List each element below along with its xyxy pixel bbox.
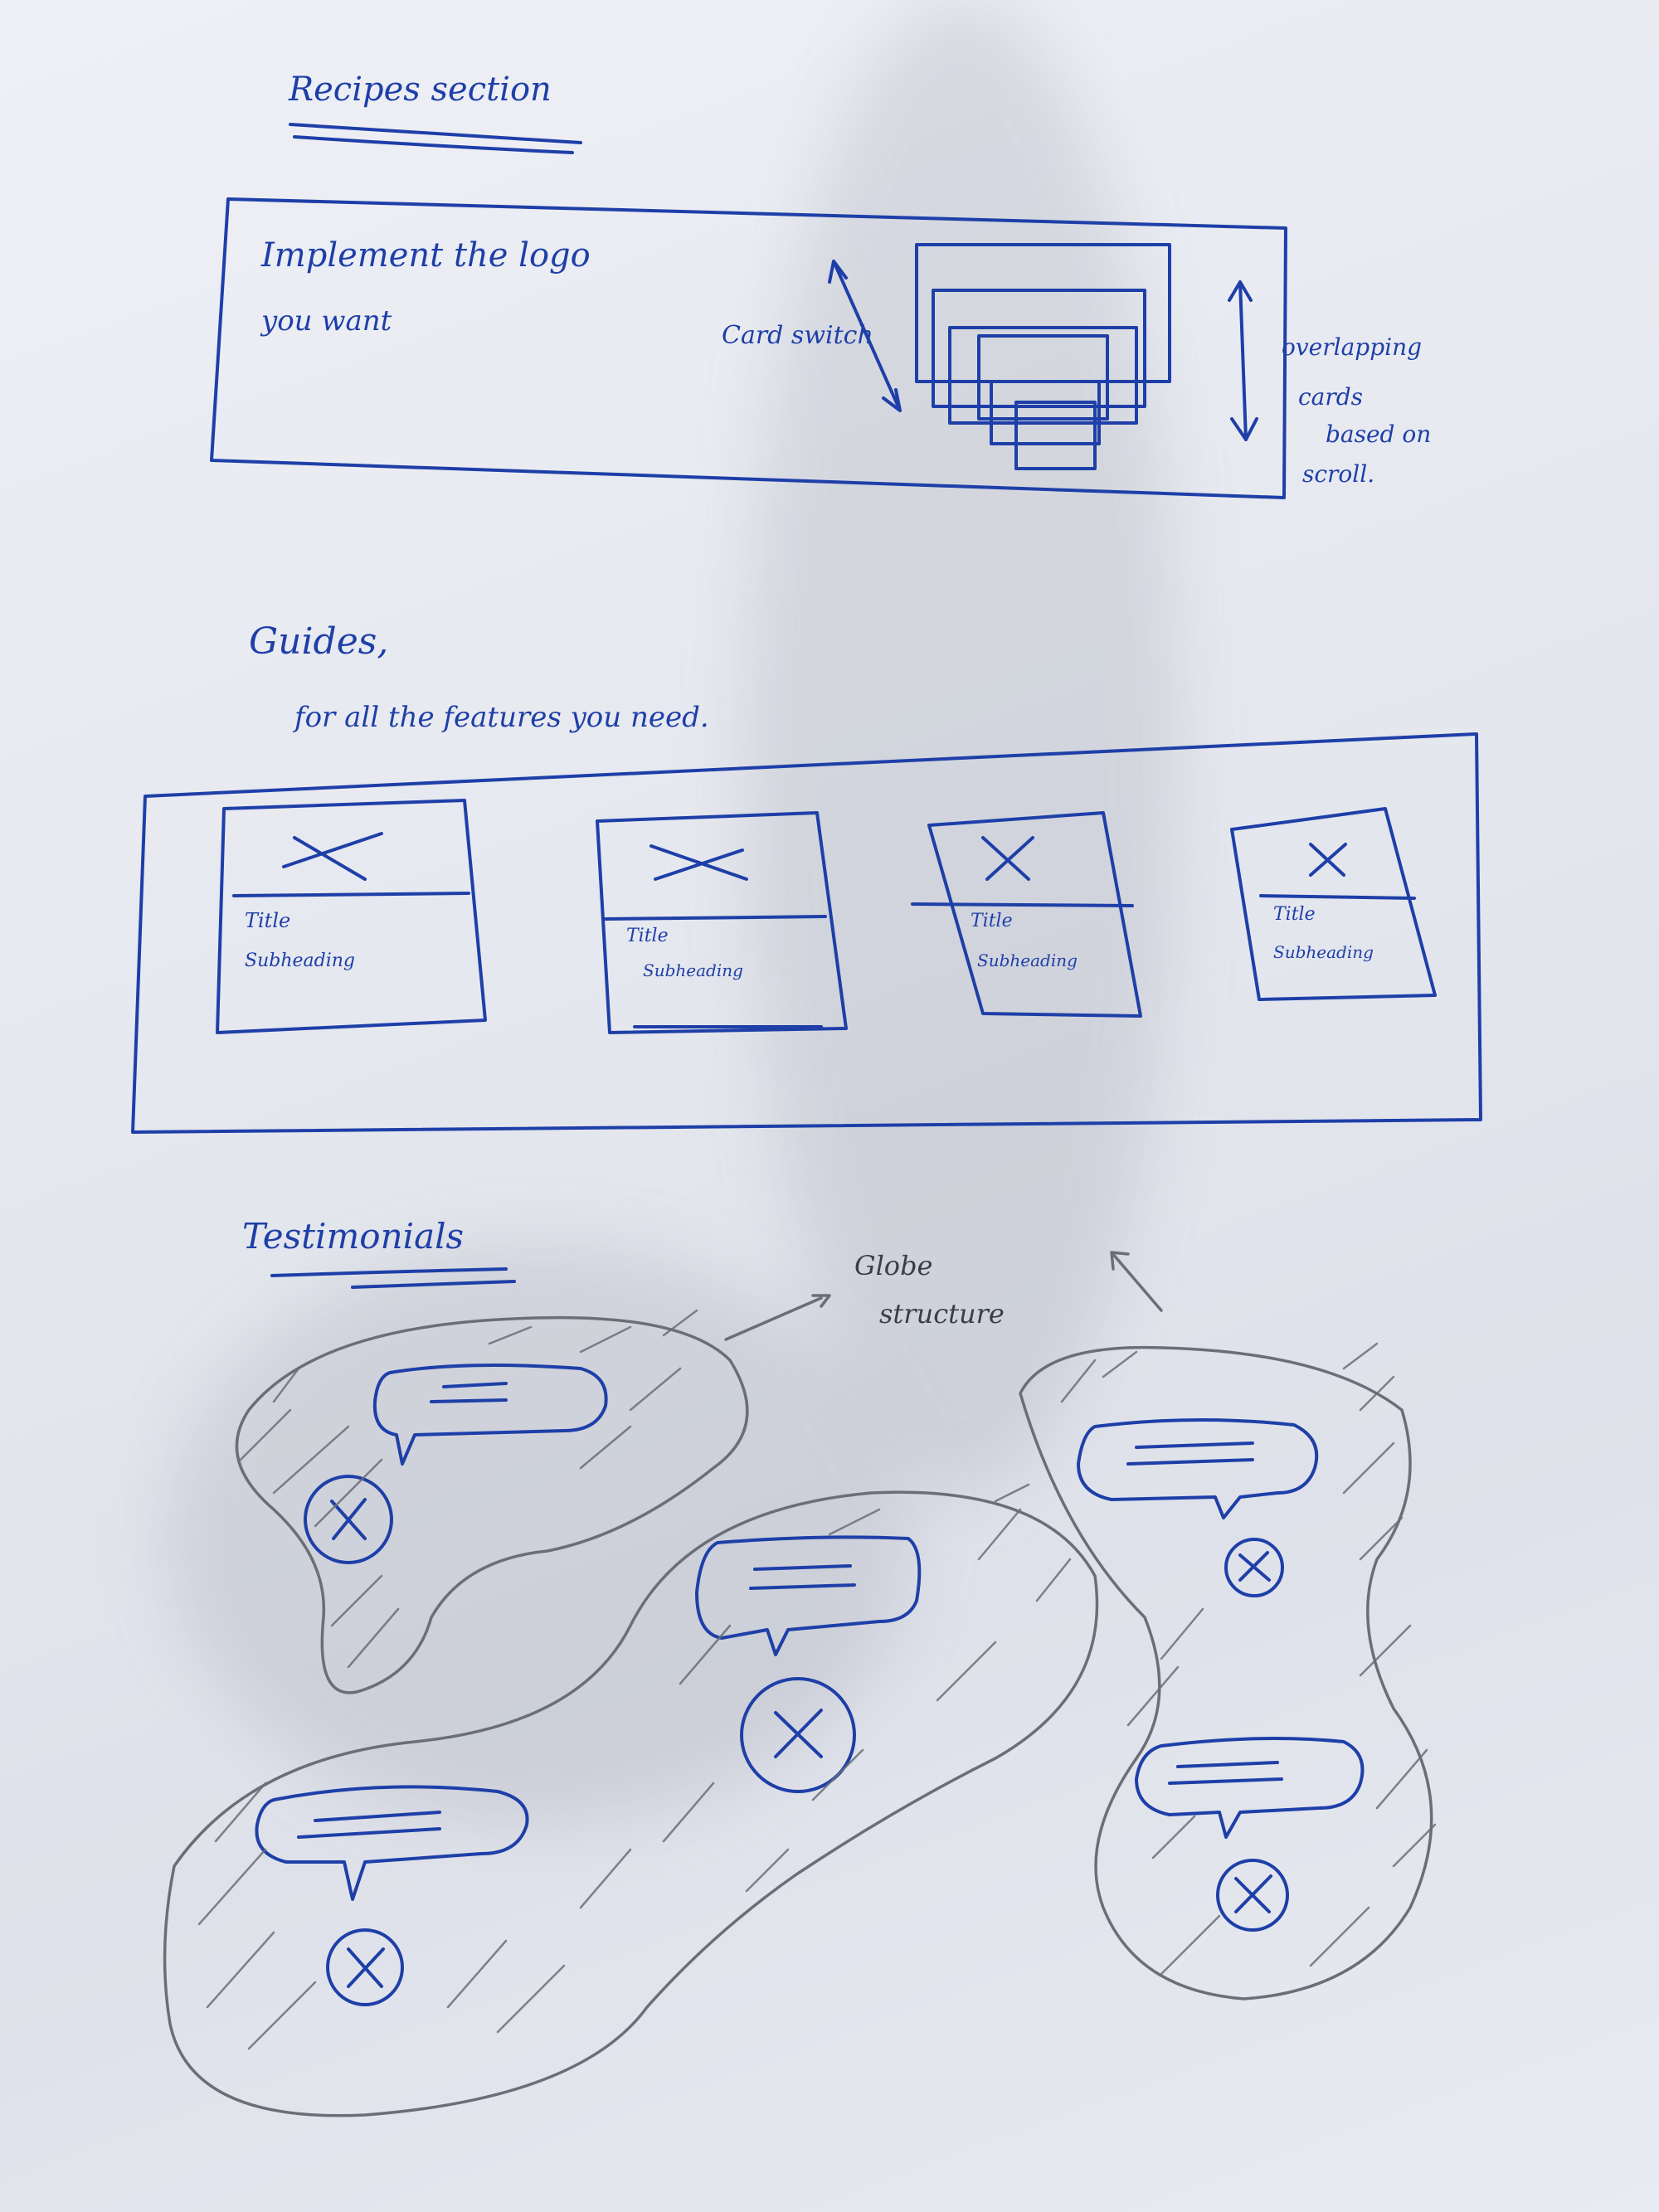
testimonials-title-underline	[270, 1267, 508, 1277]
recipes-body-line1: Implement the logo	[261, 236, 591, 275]
recipes-title-underline	[289, 123, 582, 144]
guide-card-title: Title	[971, 911, 1013, 931]
guides-section-box	[131, 732, 1482, 1134]
guide-card-subheading: Subheading	[643, 960, 743, 980]
speech-bubble-2	[695, 1535, 922, 1656]
blob-hatching	[197, 1309, 1437, 2050]
hand-shadow	[747, 0, 1178, 1493]
globe-blobs	[163, 1251, 1433, 2117]
guide-card-subheading: Subheading	[977, 950, 1078, 970]
guide-card-3	[911, 811, 1142, 1018]
recipes-section-box	[210, 197, 1287, 499]
guides-section-subtitle: for all the features you need.	[294, 701, 709, 734]
scroll-arrow	[1228, 280, 1258, 441]
recipes-body-line2: you want	[261, 304, 392, 338]
card-switch-note: Card switch	[722, 321, 873, 350]
avatar-placeholder	[304, 1475, 393, 1564]
guide-card-title: Title	[245, 909, 291, 932]
guides-section-title: Guides,	[249, 620, 389, 663]
testimonials-section-title: Testimonials	[242, 1216, 465, 1257]
guide-card-1	[216, 799, 487, 1034]
hand-shadow	[166, 1244, 912, 1825]
speech-bubble-3	[1077, 1417, 1319, 1519]
guide-card-title: Title	[1273, 904, 1316, 925]
guide-card-subheading: Subheading	[1273, 942, 1374, 962]
avatar-placeholder	[740, 1677, 856, 1793]
globe-note-line2: structure	[879, 1298, 1005, 1330]
overlapping-cards-icon	[915, 243, 1171, 470]
avatar-placeholder	[1216, 1859, 1289, 1932]
overlap-note-line3: based on	[1326, 421, 1432, 448]
guide-card-title: Title	[626, 926, 669, 946]
card-switch-arrow	[828, 260, 902, 412]
globe-note-line1: Globe	[854, 1250, 933, 1281]
guide-card-subheading: Subheading	[245, 950, 355, 971]
guide-card-2	[596, 811, 848, 1034]
speech-bubble-4	[1135, 1737, 1365, 1839]
avatar-placeholder	[326, 1928, 404, 2006]
overlap-note-line4: scroll.	[1302, 460, 1375, 488]
speech-bubble-5	[255, 1785, 529, 1901]
overlap-note-line1: overlapping	[1282, 333, 1423, 361]
speech-bubble-1	[372, 1364, 608, 1466]
avatar-placeholder	[1224, 1538, 1284, 1597]
guide-card-4	[1230, 807, 1437, 1001]
overlap-note-line2: cards	[1298, 383, 1364, 411]
recipes-section-title: Recipes section	[289, 70, 552, 109]
